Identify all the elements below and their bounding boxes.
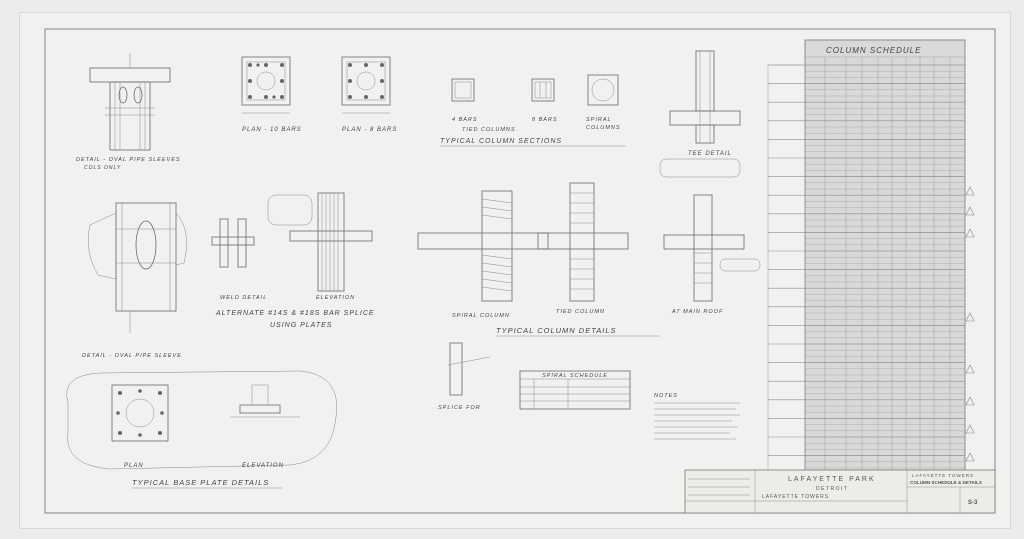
revision-markers [965, 186, 975, 462]
weld-detail-title: WELD DETAIL [220, 295, 267, 301]
project-location: DETROIT [816, 486, 848, 492]
oval-pipe-title: DETAIL - OVAL PIPE SLEEVES [76, 157, 181, 163]
tb-building-name: LAFAYETTE TOWERS [912, 473, 974, 478]
sheet-border [44, 28, 996, 514]
spiral-schedule-table: SPIRAL SCHEDULE [519, 370, 631, 410]
detail-tee: TEE DETAIL [659, 50, 741, 178]
detail-base-plate: PLAN ELEVATION TYPICAL BASE PLATE DETAIL… [66, 370, 337, 489]
detail-oval-pipe-sleeve-2: DETAIL - OVAL PIPE SLEEVE [82, 202, 187, 359]
spiral-schedule-title: SPIRAL SCHEDULE [542, 373, 608, 379]
section-4-bars: 4 BARS [452, 117, 478, 123]
typical-details-title: TYPICAL COLUMN DETAILS [496, 326, 617, 335]
base-elevation-title: ELEVATION [242, 463, 284, 469]
oval-pipe-2-title: DETAIL - OVAL PIPE SLEEVE [82, 353, 182, 359]
detail-alternate-bar-splice: WELD DETAIL ELEVATION ALTERNATE #14S & #… [211, 192, 375, 329]
typical-sections-title: TYPICAL COLUMN SECTIONS [440, 138, 562, 145]
sheet-number: S-3 [968, 500, 978, 506]
base-plate-title: TYPICAL BASE PLATE DETAILS [132, 478, 269, 487]
project-name: LAFAYETTE PARK [788, 476, 876, 483]
drawing-sheet: DETAIL - OVAL PIPE SLEEVES COLS ONLY PLA… [20, 13, 1010, 528]
notes-block: NOTES [654, 393, 740, 440]
column-schedule-grid [768, 57, 965, 485]
at-main-roof-title: AT MAIN ROOF [671, 309, 723, 315]
spiral-columns-label: COLUMNS [586, 125, 621, 131]
spiral-column-title: SPIRAL COLUMN [452, 313, 510, 319]
tied-column-title: TIED COLUMN [556, 309, 605, 315]
detail-splice: SPLICE FOR [438, 342, 491, 411]
base-plan-title: PLAN [124, 463, 144, 469]
plan-10-bars-title: PLAN - 10 BARS [242, 127, 302, 133]
alternate-splice-title: ALTERNATE #14S & #18S BAR SPLICE [215, 310, 375, 317]
detail-typical-column-sections: 4 BARS 8 BARS SPIRAL TIED COLUMNS COLUMN… [440, 74, 626, 147]
sheet-title: COLUMN SCHEDULE & DETAILS [910, 480, 982, 485]
splice-title: SPLICE FOR [438, 405, 481, 411]
title-block: LAFAYETTE PARK DETROIT LAFAYETTE TOWERS … [684, 469, 996, 514]
tee-detail-title: TEE DETAIL [688, 151, 732, 157]
detail-plan-8-bars: PLAN - 8 BARS [341, 56, 397, 133]
column-schedule: COLUMN SCHEDULE [767, 39, 966, 486]
using-plates-title: USING PLATES [270, 322, 332, 329]
notes-title: NOTES [654, 393, 678, 399]
detail-oval-pipe-sleeves: DETAIL - OVAL PIPE SLEEVES COLS ONLY [76, 53, 181, 171]
detail-typical-column-details: SPIRAL COLUMN TIED COLUMN AT MAIN ROOF T… [417, 182, 761, 337]
plan-8-bars-title: PLAN - 8 BARS [342, 127, 397, 133]
section-spiral: SPIRAL [586, 117, 612, 123]
tied-columns-label: TIED COLUMNS [462, 127, 516, 133]
elevation-1-title: ELEVATION [316, 295, 355, 301]
section-8-bars: 8 BARS [532, 117, 558, 123]
blueprint-drawing: DETAIL - OVAL PIPE SLEEVES COLS ONLY PLA… [44, 28, 996, 514]
building-name: LAFAYETTE TOWERS [762, 494, 829, 500]
detail-plan-10-bars: PLAN - 10 BARS [241, 56, 302, 133]
column-schedule-title: COLUMN SCHEDULE [826, 46, 921, 55]
oval-pipe-subtitle: COLS ONLY [84, 165, 121, 171]
